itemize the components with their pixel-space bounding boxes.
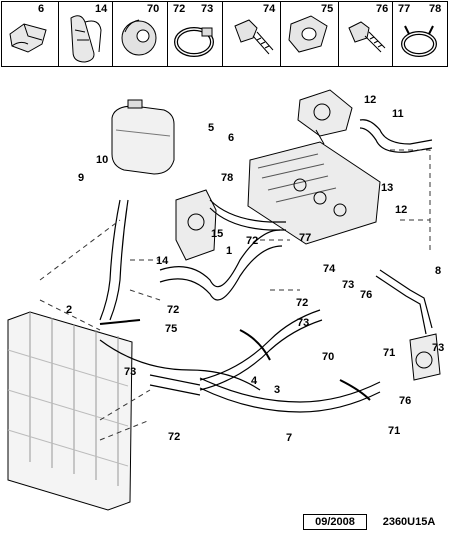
callout-label: 72 [167, 304, 179, 316]
radiator [7, 311, 133, 511]
legend-cell: 14 [59, 2, 113, 66]
callout-label: 10 [96, 154, 108, 166]
legend-cell: 74 [223, 2, 281, 66]
callout-label: 9 [78, 172, 84, 184]
callout-label: 71 [383, 347, 395, 359]
legend-cell: 70 [113, 2, 168, 66]
callout-label: 73 [342, 279, 354, 291]
legend-cell: 77 78 [393, 2, 449, 66]
spring-clamp-icon [401, 25, 437, 57]
stud-bolt-icon [348, 21, 386, 53]
hose-clamp-icon [174, 27, 214, 57]
callout-label: 73 [432, 342, 444, 354]
callout-label: 3 [274, 384, 280, 396]
callout-label: 12 [364, 94, 376, 106]
callout-label: 73 [124, 366, 136, 378]
oil-cooler [409, 333, 441, 381]
legend-number: 74 [263, 3, 276, 15]
callout-label: 70 [322, 351, 334, 363]
callout-label: 72 [296, 297, 308, 309]
callout-label: 14 [156, 255, 169, 267]
legend-cell: 72 73 [168, 2, 223, 66]
thermostat-housing [297, 89, 353, 145]
callout-label: 13 [381, 182, 393, 194]
legend-strip: 6 14 70 72 73 [1, 1, 448, 67]
bolt-icon [234, 19, 274, 55]
callout-label: 72 [168, 431, 180, 443]
callout-label: 2 [66, 304, 72, 316]
callout-labels: 12 11 5 6 10 9 78 13 12 1 15 72 77 74 2 … [66, 94, 444, 444]
legend-number: 72 [173, 3, 186, 15]
leader-lines [39, 149, 431, 441]
legend-number: 14 [95, 3, 108, 15]
legend-number: 76 [376, 3, 389, 15]
diagram-date: 09/2008 [303, 514, 367, 530]
legend-number: 78 [429, 3, 442, 15]
callout-label: 75 [165, 323, 177, 335]
legend-cell: 75 [281, 2, 339, 66]
callout-label: 12 [395, 204, 407, 216]
callout-label: 76 [399, 395, 411, 407]
pump-housing [175, 189, 217, 261]
callout-label: 11 [392, 108, 404, 120]
callout-label: 73 [297, 317, 309, 329]
clip-icon [9, 23, 47, 53]
legend-cell: 76 [339, 2, 393, 66]
hose-clip-icon [70, 15, 102, 63]
legend-number: 73 [201, 3, 214, 15]
callout-label: 72 [246, 235, 258, 247]
callout-label: 6 [228, 132, 234, 144]
callout-label: 74 [323, 263, 336, 275]
bracket-clip-icon [288, 15, 328, 53]
callout-label: 5 [208, 122, 214, 134]
hoses [99, 119, 433, 413]
clamp-marks [99, 319, 371, 401]
legend-number: 70 [147, 3, 160, 15]
callout-label: 77 [299, 232, 311, 244]
callout-label: 7 [286, 432, 292, 444]
cylinder-head [247, 141, 381, 245]
callout-label: 1 [226, 245, 232, 257]
legend-cell: 6 [2, 2, 59, 66]
callout-label: 15 [211, 228, 223, 240]
legend-number: 75 [321, 3, 334, 15]
callout-label: 8 [435, 265, 441, 277]
diagram-reference: 2360U15A [382, 516, 436, 528]
callout-label: 76 [360, 289, 372, 301]
legend-number: 6 [38, 3, 45, 15]
grommet-icon [121, 19, 157, 56]
callout-label: 78 [221, 172, 233, 184]
expansion-tank [111, 99, 175, 175]
legend-number: 77 [398, 3, 411, 15]
callout-label: 4 [251, 375, 258, 387]
callout-label: 71 [388, 425, 400, 437]
